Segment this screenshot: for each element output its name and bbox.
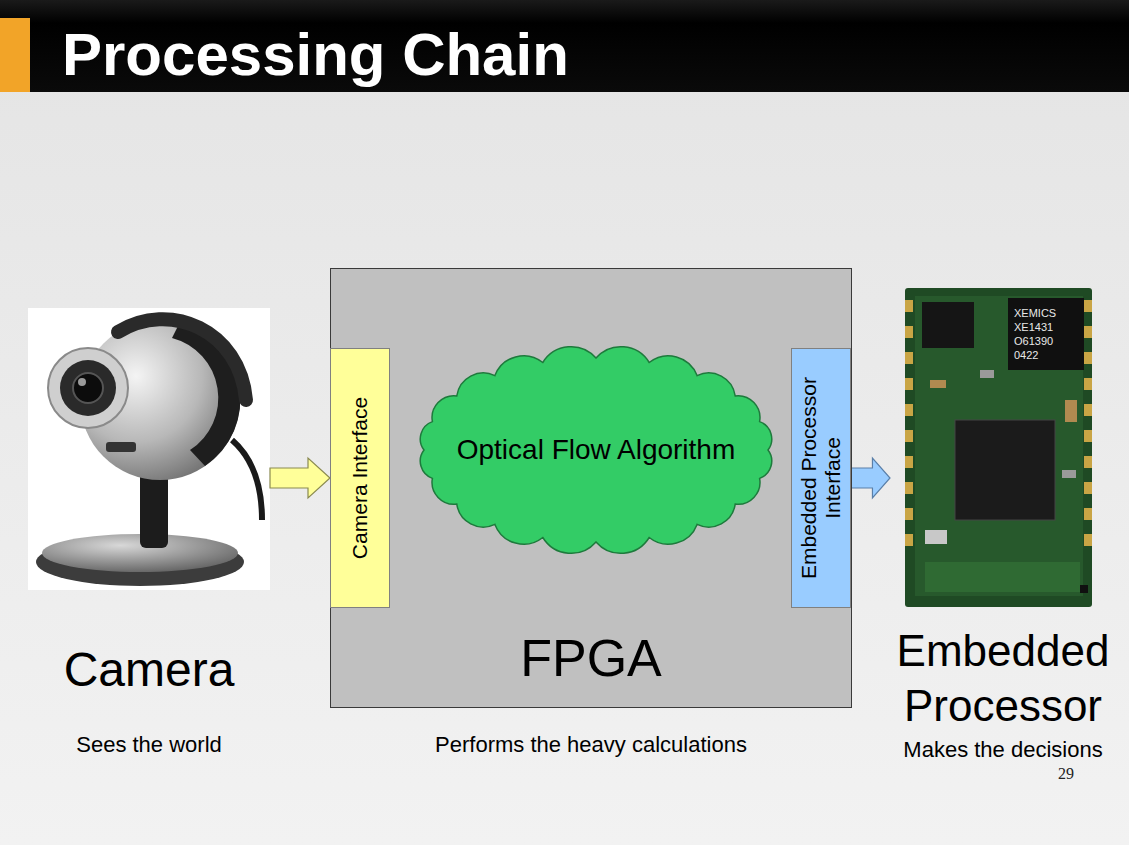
- photo-ground: [28, 308, 270, 590]
- smd-part: [930, 380, 946, 388]
- pad: [905, 404, 913, 416]
- pad: [905, 352, 913, 364]
- pad: [905, 508, 913, 520]
- pad: [1084, 456, 1092, 468]
- title-bar: [0, 0, 1129, 92]
- cloud-shape: [420, 347, 771, 554]
- pad: [905, 430, 913, 442]
- pad: [905, 378, 913, 390]
- lens-glass: [73, 373, 103, 403]
- radio-chip: [1008, 298, 1084, 370]
- interface-band: Camera Interface: [330, 348, 390, 608]
- board-surface: [915, 296, 1083, 596]
- pad: [1084, 430, 1092, 442]
- fpga-box: FPGAPerforms the heavy calculationsCamer…: [330, 268, 852, 708]
- node-heading: Camera: [28, 642, 270, 698]
- camera-node: CameraSees the world: [28, 308, 270, 758]
- node-caption: Sees the world: [28, 732, 270, 758]
- pad: [905, 300, 913, 312]
- block-arrow: [270, 458, 330, 498]
- pad: [1084, 378, 1092, 390]
- webcam-ring: [118, 319, 246, 400]
- slide-title: Processing Chain: [62, 20, 569, 90]
- band-label: Embedded Processor Interface: [797, 363, 845, 593]
- lens-highlight: [78, 378, 86, 386]
- node-heading: FPGA: [331, 628, 851, 688]
- processor-chip: [955, 420, 1055, 520]
- webcam-slot: [106, 442, 136, 452]
- smd-part: [1065, 400, 1077, 422]
- webcam-neck: [140, 470, 168, 548]
- corner-mark: [1080, 585, 1088, 593]
- band-label: Camera Interface: [348, 363, 372, 593]
- title-accent: [0, 18, 30, 92]
- pad: [1084, 300, 1092, 312]
- pad: [1084, 482, 1092, 494]
- pad: [905, 456, 913, 468]
- webcam-cable: [232, 440, 262, 520]
- flash-chip: [922, 302, 974, 348]
- processor-node: Embedded ProcessorMakes the decisions: [890, 288, 1116, 763]
- node-heading: Embedded Processor: [890, 623, 1116, 733]
- chip-marking: XEMICS XE1431 O61390 0422: [1014, 306, 1078, 362]
- antenna-area: [925, 562, 1080, 592]
- pad: [1084, 534, 1092, 546]
- webcam-illustration: [28, 308, 270, 590]
- algorithm-cloud: Optical Flow Algorithm: [411, 345, 781, 555]
- crystal: [925, 530, 947, 544]
- pad: [1084, 508, 1092, 520]
- pad: [905, 326, 913, 338]
- pad: [1084, 352, 1092, 364]
- smd-part: [980, 370, 994, 378]
- node-caption: Performs the heavy calculations: [331, 732, 851, 758]
- pad: [1084, 326, 1092, 338]
- interface-band: Embedded Processor Interface: [791, 348, 851, 608]
- board-illustration: [905, 288, 1092, 607]
- pad: [905, 534, 913, 546]
- block-arrow: [851, 458, 890, 498]
- node-caption: Makes the decisions: [890, 737, 1116, 763]
- cloud-label: Optical Flow Algorithm: [457, 433, 736, 467]
- lens-bezel: [48, 348, 128, 428]
- lens-ring: [60, 360, 116, 416]
- page-number: 29: [1058, 764, 1098, 784]
- circuit-board: [905, 288, 1092, 607]
- pad: [905, 482, 913, 494]
- smd-part: [1062, 470, 1076, 478]
- pad: [1084, 404, 1092, 416]
